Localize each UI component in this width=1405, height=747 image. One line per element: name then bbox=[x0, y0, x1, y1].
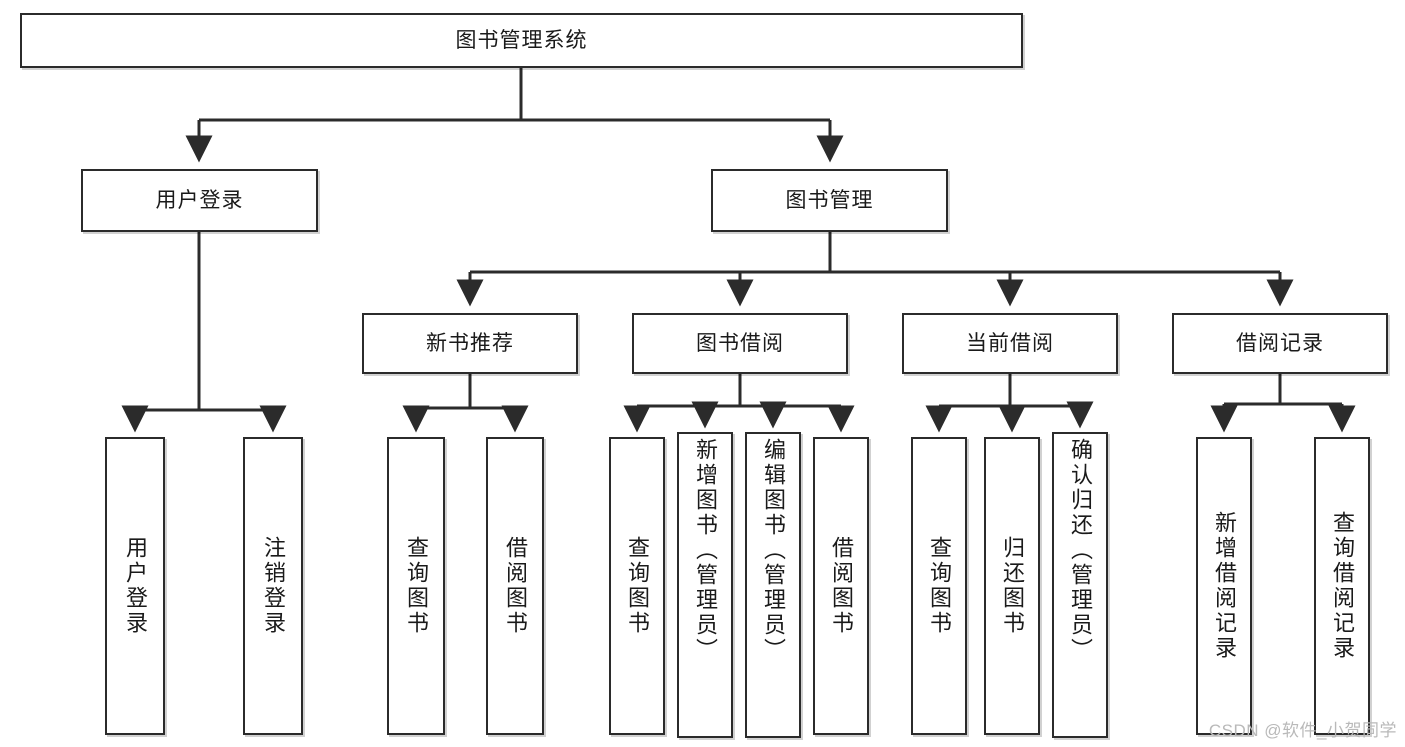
node-label: 新增图书（管理员） bbox=[693, 438, 718, 663]
node-book-borrow[interactable]: 图书借阅 bbox=[632, 313, 848, 374]
node-label: 用户登录 bbox=[123, 536, 148, 636]
node-leaf-borrow-books[interactable]: 借阅图书 bbox=[813, 437, 869, 735]
node-leaf-borrow-books-recommend[interactable]: 借阅图书 bbox=[486, 437, 544, 735]
node-leaf-query-books-borrow[interactable]: 查询图书 bbox=[609, 437, 665, 735]
node-new-book-recommend[interactable]: 新书推荐 bbox=[362, 313, 578, 374]
node-label: 归还图书 bbox=[1000, 536, 1025, 636]
node-leaf-add-borrow-record[interactable]: 新增借阅记录 bbox=[1196, 437, 1252, 735]
node-label: 查询图书 bbox=[625, 536, 650, 636]
node-leaf-logout[interactable]: 注销登录 bbox=[243, 437, 303, 735]
node-current-borrow[interactable]: 当前借阅 bbox=[902, 313, 1118, 374]
node-leaf-confirm-return-admin[interactable]: 确认归还（管理员） bbox=[1052, 432, 1108, 738]
node-label: 查询借阅记录 bbox=[1330, 511, 1355, 661]
node-leaf-query-books-recommend[interactable]: 查询图书 bbox=[387, 437, 445, 735]
node-label: 注销登录 bbox=[261, 536, 286, 636]
node-label: 图书管理系统 bbox=[455, 28, 588, 52]
node-label: 编辑图书（管理员） bbox=[761, 438, 786, 663]
node-label: 当前借阅 bbox=[966, 331, 1054, 355]
node-leaf-query-books-current[interactable]: 查询图书 bbox=[911, 437, 967, 735]
node-label: 新书推荐 bbox=[426, 331, 514, 355]
node-leaf-user-login[interactable]: 用户登录 bbox=[105, 437, 165, 735]
node-borrow-records[interactable]: 借阅记录 bbox=[1172, 313, 1388, 374]
node-label: 查询图书 bbox=[927, 536, 952, 636]
node-label: 借阅图书 bbox=[503, 536, 528, 636]
node-label: 新增借阅记录 bbox=[1212, 511, 1237, 661]
watermark-text: CSDN @软件_小贺同学 bbox=[1208, 721, 1397, 740]
node-label: 查询图书 bbox=[404, 536, 429, 636]
node-leaf-add-book-admin[interactable]: 新增图书（管理员） bbox=[677, 432, 733, 738]
node-root-system[interactable]: 图书管理系统 bbox=[20, 13, 1023, 68]
node-leaf-edit-book-admin[interactable]: 编辑图书（管理员） bbox=[745, 432, 801, 738]
node-label: 确认归还（管理员） bbox=[1068, 438, 1093, 663]
node-book-management[interactable]: 图书管理 bbox=[711, 169, 948, 232]
node-label: 借阅图书 bbox=[829, 536, 854, 636]
node-leaf-return-books[interactable]: 归还图书 bbox=[984, 437, 1040, 735]
node-user-login[interactable]: 用户登录 bbox=[81, 169, 318, 232]
node-leaf-query-borrow-record[interactable]: 查询借阅记录 bbox=[1314, 437, 1370, 735]
node-label: 借阅记录 bbox=[1236, 331, 1324, 355]
node-label: 图书借阅 bbox=[696, 331, 784, 355]
node-label: 用户登录 bbox=[155, 188, 244, 212]
node-label: 图书管理 bbox=[785, 188, 874, 212]
